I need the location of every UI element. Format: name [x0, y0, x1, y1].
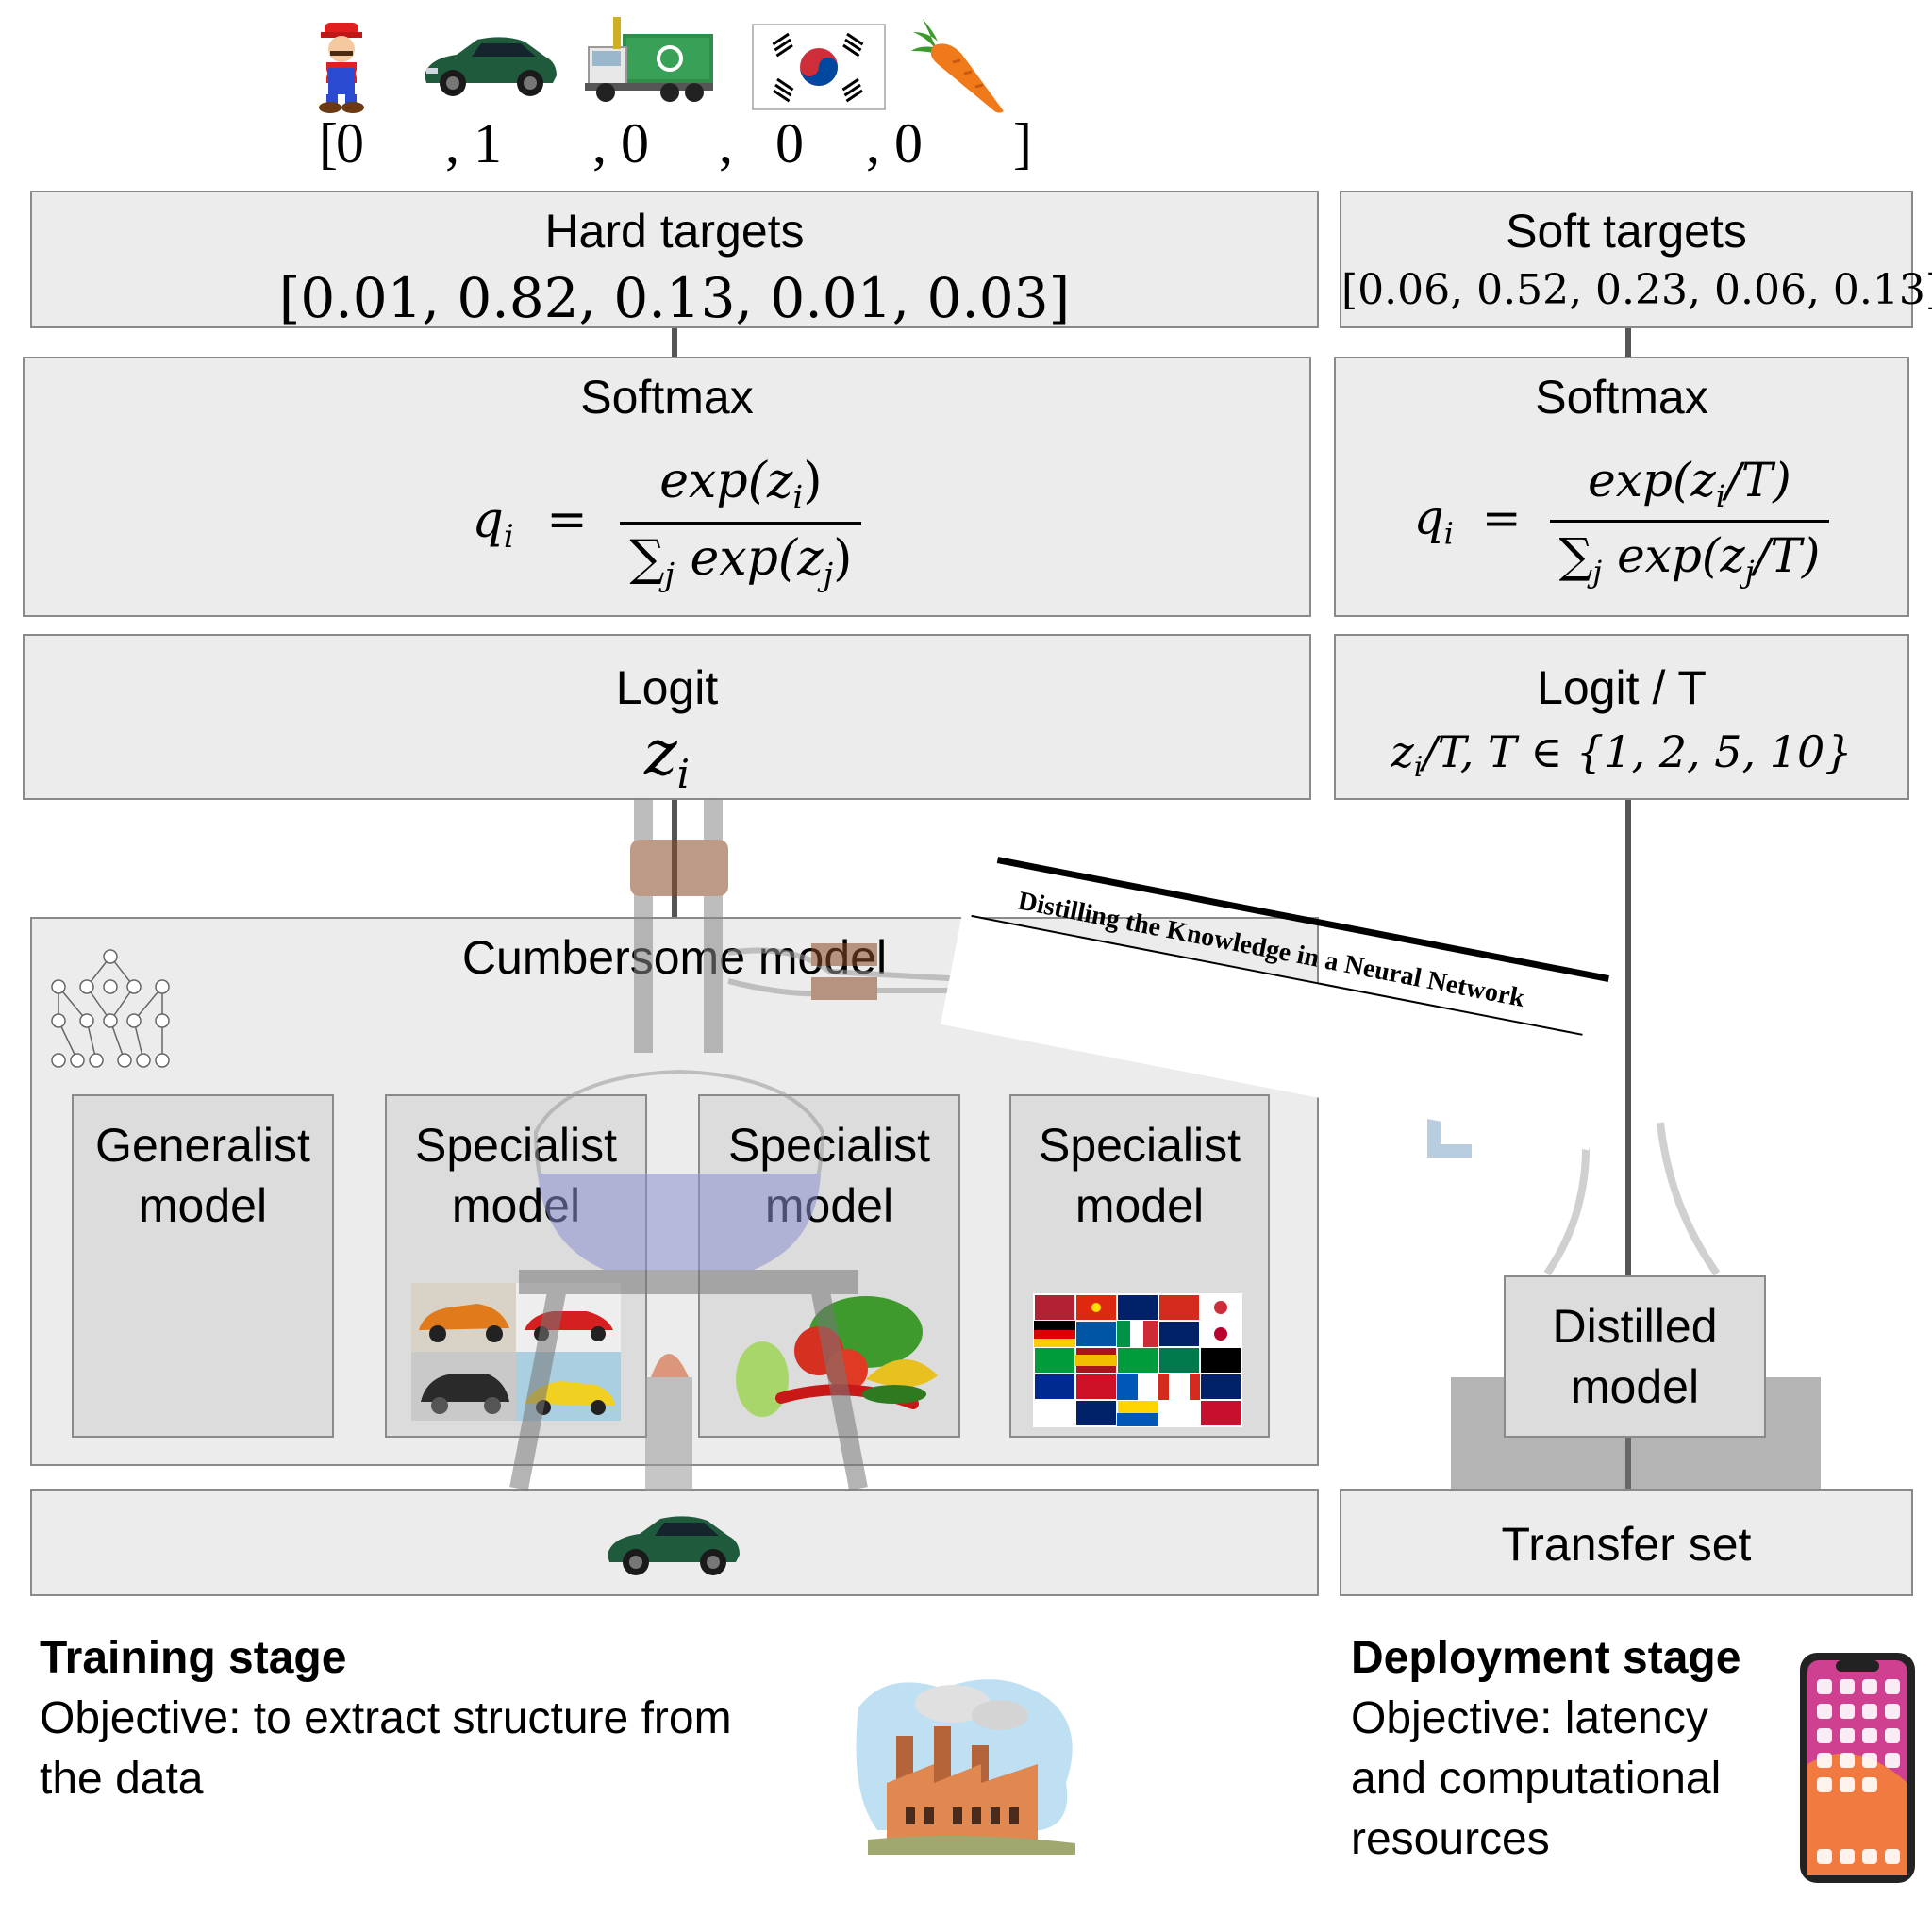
hard-targets-box: Hard targets [0.01, 0.82, 0.13, 0.01, 0.… — [30, 191, 1319, 330]
garbage-truck-icon — [585, 17, 713, 102]
softmax-box: Softmax qi = exp(zi) ∑j exp(zj) — [23, 357, 1311, 617]
softmax-temperature-formula: qi = exp(zi/T) ∑j exp(zj/T) — [1336, 453, 1907, 590]
training-stage-title: Training stage — [40, 1633, 347, 1683]
vector-open-bracket: [ — [319, 112, 338, 175]
logit-title: Logit — [615, 661, 719, 714]
softmax-fraction: exp(zi) ∑j exp(zj) — [620, 453, 862, 594]
vector-value: , 0 — [866, 112, 923, 175]
vector-value: 0 — [775, 112, 804, 175]
vector-value: , 1 — [445, 112, 502, 175]
flags-grid-image — [1033, 1293, 1242, 1427]
vector-value: , — [719, 112, 733, 175]
transfer-set-box: Transfer set — [1340, 1489, 1913, 1596]
vector-close-bracket: ] — [1013, 112, 1032, 175]
softmax-formula: qi = exp(zi) ∑j exp(zj) — [25, 453, 1309, 594]
softmax-title: Softmax — [1535, 371, 1708, 424]
soft-targets-title: Soft targets — [1506, 205, 1747, 258]
logit-temperature-title: Logit / T — [1537, 661, 1707, 714]
softmax-title: Softmax — [580, 371, 754, 424]
car-icon — [608, 1516, 740, 1575]
soft-targets-box: Soft targets [0.06, 0.52, 0.23, 0.06, 0.… — [1340, 191, 1932, 328]
deployment-stage-title: Deployment stage — [1351, 1633, 1741, 1683]
car-icon — [425, 37, 557, 96]
carrot-icon — [911, 19, 1004, 113]
logit-variable: zi — [643, 717, 691, 798]
hard-targets-values: [0.01, 0.82, 0.13, 0.01, 0.03] — [278, 266, 1071, 330]
transfer-set-title: Transfer set — [1501, 1518, 1752, 1571]
vector-value: , 0 — [592, 112, 649, 175]
smartphone-icon — [1800, 1653, 1915, 1883]
factory-icon — [856, 1679, 1075, 1855]
softmax-temperature-fraction: exp(zi/T) ∑j exp(zj/T) — [1549, 453, 1830, 590]
logit-temperature-box: Logit / T zi/T, T ∈ {1, 2, 5, 10} — [1334, 634, 1909, 800]
korea-flag-icon — [752, 24, 886, 110]
vector-value: 0 — [336, 112, 364, 175]
mario-icon — [314, 23, 369, 113]
neural-network-icon — [51, 949, 170, 1068]
hard-targets-title: Hard targets — [544, 205, 805, 258]
soft-targets-values: [0.06, 0.52, 0.23, 0.06, 0.13] — [1341, 266, 1932, 314]
logit-box: Logit zi — [23, 634, 1311, 800]
softmax-temperature-box: Softmax qi = exp(zi/T) ∑j exp(zj/T) — [1334, 357, 1909, 617]
logit-temperature-expression: zi/T, T ∈ {1, 2, 5, 10} — [1391, 726, 1853, 785]
